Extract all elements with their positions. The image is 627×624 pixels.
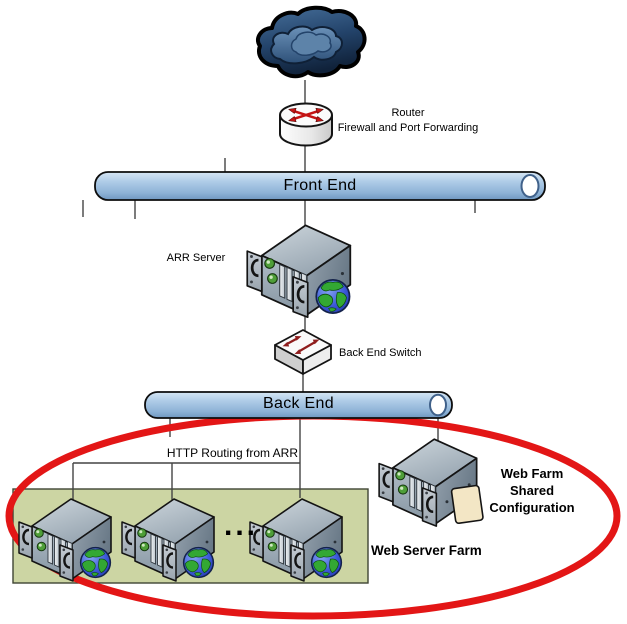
- router-label: Router Firewall and Port Forwarding: [333, 106, 483, 136]
- shared-config-label-line2: Shared: [509, 483, 555, 498]
- globe-icon: [182, 546, 215, 579]
- router-label-line1: Router: [391, 107, 425, 119]
- ellipsis-dots: ...: [223, 509, 258, 542]
- back-end-label: Back End: [263, 395, 334, 412]
- shared-config-label: Web Farm Shared Configuration: [472, 465, 592, 516]
- web-server-farm-label: Web Server Farm: [371, 543, 482, 558]
- config-page-icon: [450, 484, 484, 525]
- router-icon: [278, 102, 334, 147]
- front-end-pipe: [94, 171, 546, 201]
- shared-config-label-line3: Configuration: [489, 500, 575, 515]
- internet-cloud-icon: [255, 5, 367, 79]
- shared-config-server-icon: [377, 437, 484, 528]
- front-end-label: Front End: [283, 177, 357, 194]
- back-end-switch-icon: [273, 328, 333, 376]
- back-end-pipe: [144, 391, 453, 419]
- arr-server-label: ARR Server: [166, 252, 226, 264]
- http-routing-label: HTTP Routing from ARR: [166, 446, 298, 460]
- arr-server-icon: [245, 224, 352, 319]
- globe-icon: [315, 278, 351, 314]
- shared-config-label-line1: Web Farm: [500, 466, 564, 481]
- router-label-line2: Firewall and Port Forwarding: [337, 122, 479, 134]
- globe-icon: [310, 546, 343, 579]
- back-end-switch-label: Back End Switch: [339, 347, 422, 359]
- globe-icon: [79, 546, 112, 579]
